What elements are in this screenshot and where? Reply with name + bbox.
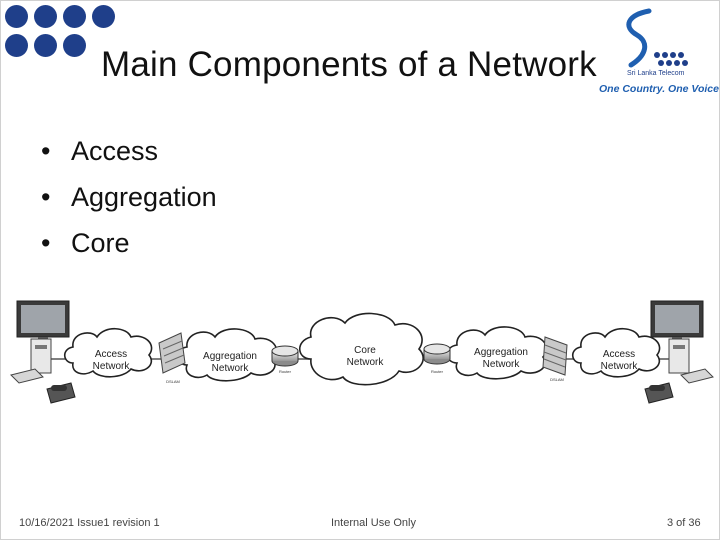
cloud-label-line1: Access	[603, 349, 635, 360]
access-network-cloud-left: Access Network	[63, 327, 153, 378]
logo-company-name: Sri Lanka Telecom	[627, 70, 685, 77]
keyboard-icon	[10, 368, 44, 384]
cloud-label-line1: Aggregation	[203, 351, 257, 362]
cloud-label-line1: Core	[354, 345, 376, 356]
dslam-label: DSLAM	[550, 377, 564, 382]
cloud-label-line2: Network	[601, 361, 639, 372]
bullet-item: • Core	[41, 223, 217, 269]
access-network-cloud-right: Access Network	[571, 327, 661, 378]
cloud-label-line2: Network	[212, 363, 250, 374]
bullet-icon: •	[41, 182, 51, 212]
dot	[63, 34, 86, 57]
cloud-label-line2: Network	[347, 357, 385, 368]
dot	[34, 34, 57, 57]
aggregation-network-cloud-right: Aggregation Network	[446, 326, 548, 380]
company-logo	[626, 8, 688, 68]
router-label: Router	[431, 369, 444, 374]
bullet-text: Aggregation	[71, 182, 217, 212]
monitor-icon	[650, 300, 704, 343]
pc-tower-icon	[668, 338, 690, 374]
dslam-label: DSLAM	[166, 379, 180, 384]
footer-page-number: 3 of 36	[667, 517, 701, 529]
dslam-icon-left: DSLAM	[158, 332, 186, 384]
telephone-icon	[644, 382, 674, 404]
footer-date-revision: 10/16/2021 Issue1 revision 1	[19, 517, 160, 529]
bullet-item: • Access	[41, 131, 217, 177]
dslam-icon-right: DSLAM	[542, 336, 568, 382]
cloud-label-line1: Aggregation	[474, 347, 528, 358]
keyboard-icon	[680, 368, 714, 384]
network-diagram: Access Network Aggregation Network Core …	[10, 300, 714, 404]
slide-title: Main Components of a Network	[101, 45, 597, 84]
router-icon-right: Router	[423, 343, 451, 374]
dot	[5, 5, 28, 28]
cloud-label-line2: Network	[483, 359, 521, 370]
bullet-icon: •	[41, 228, 51, 258]
bullet-item: • Aggregation	[41, 177, 217, 223]
pc-tower-icon	[30, 338, 52, 374]
cloud-label-line2: Network	[93, 361, 131, 372]
logo-tagline: One Country. One Voice.	[599, 83, 720, 95]
monitor-icon	[16, 300, 70, 343]
dot	[5, 34, 28, 57]
aggregation-network-cloud-left: Aggregation Network	[176, 328, 278, 382]
dot	[34, 5, 57, 28]
cloud-label-line1: Access	[95, 349, 127, 360]
telephone-icon	[46, 382, 76, 404]
bullet-text: Access	[71, 136, 159, 166]
footer-classification: Internal Use Only	[331, 517, 416, 529]
dot	[92, 5, 115, 28]
bullet-text: Core	[71, 228, 130, 258]
router-icon-left: Router	[271, 345, 299, 374]
bullet-icon: •	[41, 136, 51, 166]
core-network-cloud: Core Network	[298, 312, 424, 386]
router-label: Router	[279, 369, 292, 374]
bullet-list: • Access • Aggregation • Core	[41, 131, 217, 269]
dot	[63, 5, 86, 28]
